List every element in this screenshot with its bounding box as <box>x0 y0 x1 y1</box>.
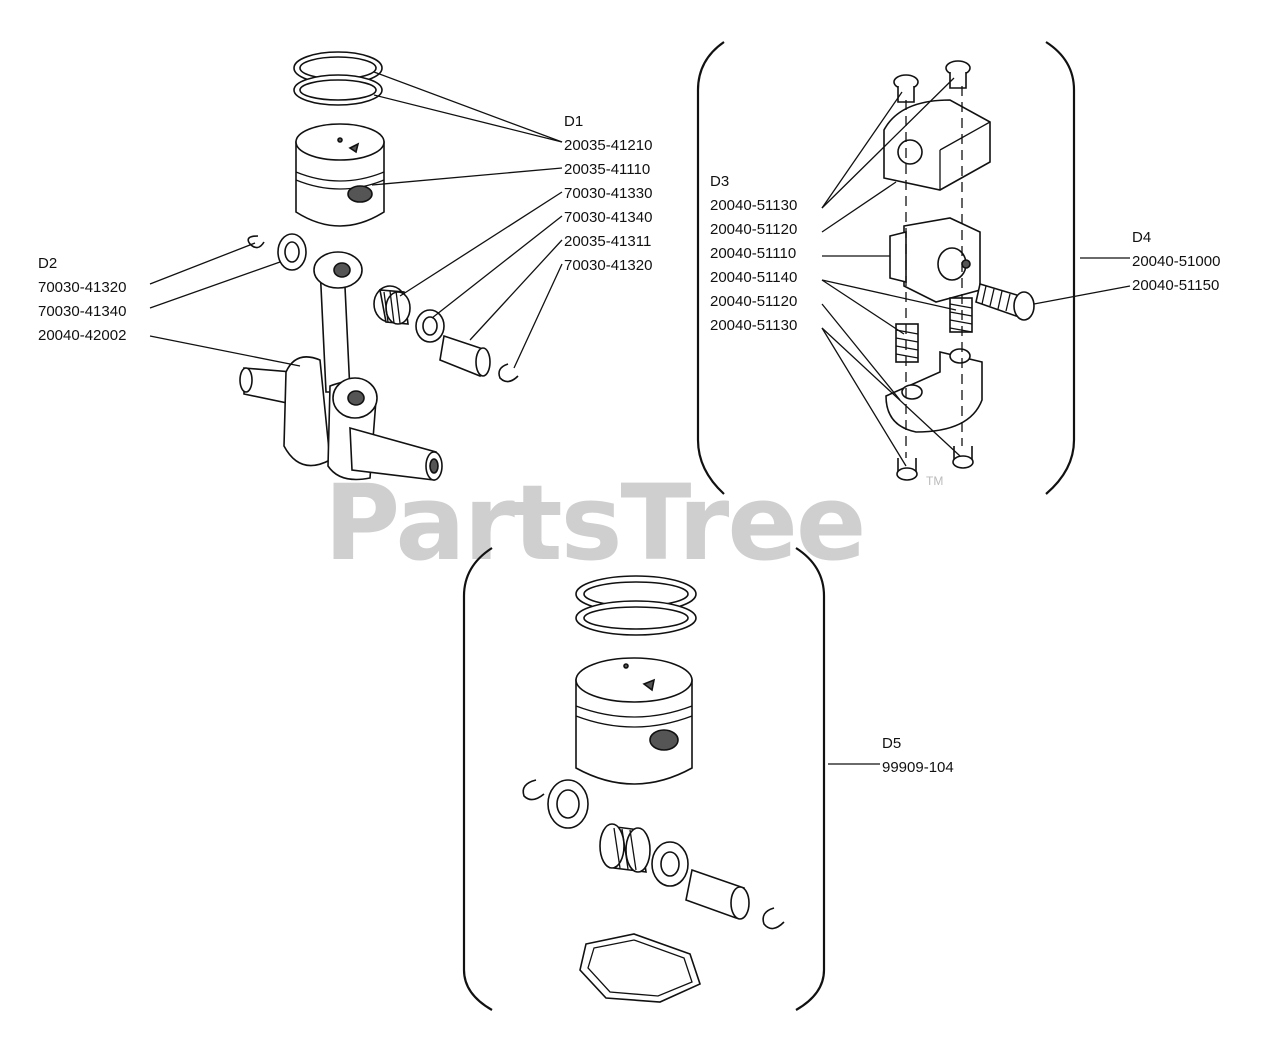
part-number-link[interactable]: 20040-51120 <box>710 221 798 238</box>
piston-ring-icon <box>293 51 383 106</box>
needle-bearing-icon <box>599 823 651 873</box>
d1-leader-lines <box>371 71 563 369</box>
part-number-link[interactable]: 20040-51140 <box>710 269 798 286</box>
clutch-spring-icon <box>895 297 973 363</box>
thrust-washer-icon <box>651 841 689 887</box>
piston-icon <box>575 657 693 785</box>
group-label-d5: D5 <box>882 735 902 752</box>
crankshaft-icon <box>239 356 443 481</box>
d1-callout: D1 20035-41210 20035-41110 70030-41330 7… <box>564 110 652 278</box>
d5-bracket <box>462 547 826 1011</box>
clutch-centerline <box>905 86 963 458</box>
part-number-link[interactable]: 70030-41340 <box>564 209 653 226</box>
part-number-link[interactable]: 20035-41110 <box>564 161 651 178</box>
group-label-d1: D1 <box>564 113 584 130</box>
clutch-shoe-upper-icon <box>883 99 991 191</box>
part-number-link[interactable]: 20040-51150 <box>1132 277 1220 294</box>
piston-ring-icon <box>575 575 697 636</box>
trademark-mark: TM <box>926 474 944 488</box>
circlip-icon <box>247 235 265 249</box>
piston-pin-icon <box>685 868 750 920</box>
d5-callout: D5 99909-104 <box>882 732 954 780</box>
d4-bracket <box>696 41 1076 495</box>
clutch-bolt-icon <box>975 282 1035 321</box>
crank-seal-icon <box>547 779 589 829</box>
needle-bearing-icon <box>373 285 411 325</box>
part-number-link[interactable]: 70030-41320 <box>564 257 653 274</box>
d2-callout: D2 70030-41320 70030-41340 20040-42002 <box>38 252 126 348</box>
piston-pin-icon <box>439 334 491 378</box>
part-number-link[interactable]: 20040-51120 <box>710 293 798 310</box>
part-number-link[interactable]: 20035-41210 <box>564 137 653 154</box>
group-label-d2: D2 <box>38 255 58 272</box>
circlip-icon <box>498 363 519 383</box>
d4-leader-lines <box>1033 257 1131 305</box>
part-number-link[interactable]: 20040-51130 <box>710 197 798 214</box>
connecting-rod-icon <box>313 251 363 393</box>
watermark: PartsTree <box>324 462 866 584</box>
part-number-link[interactable]: 70030-41340 <box>38 303 127 320</box>
d3-leader-lines <box>821 77 961 467</box>
piston-icon <box>295 123 385 227</box>
part-number-link[interactable]: 99909-104 <box>882 759 954 776</box>
group-label-d3: D3 <box>710 173 730 190</box>
part-number-link[interactable]: 20040-51000 <box>1132 253 1221 270</box>
d4-callout: D4 20040-51000 20040-51150 <box>1132 226 1220 298</box>
group-label-d4: D4 <box>1132 229 1152 246</box>
part-number-link[interactable]: 20040-51110 <box>710 245 797 262</box>
part-number-link[interactable]: 20040-42002 <box>38 327 127 344</box>
circlip-icon <box>762 907 785 930</box>
part-number-link[interactable]: 70030-41330 <box>564 185 653 202</box>
gasket-icon <box>579 933 701 1003</box>
clutch-shoe-lower-icon <box>885 348 983 433</box>
clutch-pin-icon <box>896 446 974 481</box>
circlip-icon <box>522 779 545 801</box>
part-number-link[interactable]: 20035-41311 <box>564 233 652 250</box>
thrust-washer-icon <box>415 309 445 343</box>
clutch-pin-icon <box>893 60 971 103</box>
clutch-hub-icon <box>889 217 981 303</box>
d2-leader-lines <box>149 242 301 367</box>
part-number-link[interactable]: 20040-51130 <box>710 317 798 334</box>
part-number-link[interactable]: 70030-41320 <box>38 279 127 296</box>
d3-callout: D3 20040-51130 20040-51120 20040-51110 2… <box>710 170 797 338</box>
crank-seal-icon <box>277 233 307 271</box>
